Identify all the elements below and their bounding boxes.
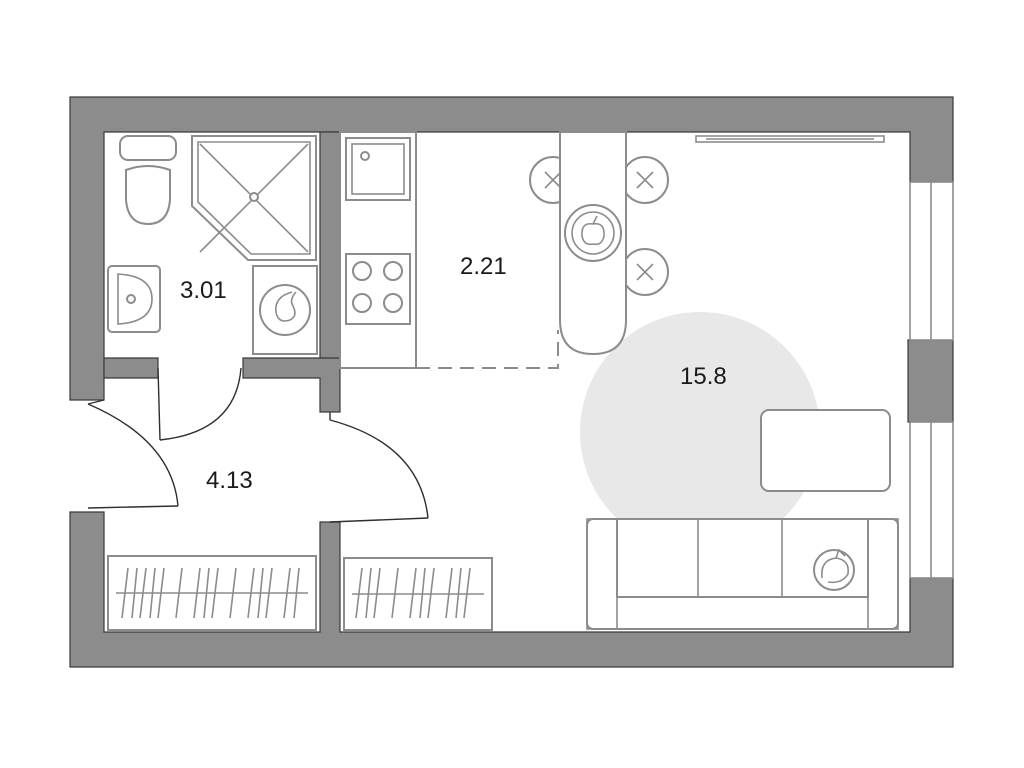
shower-tray-icon: [191, 135, 317, 261]
living-room-door[interactable]: [329, 412, 429, 523]
wall-bath-left-stub: [103, 357, 159, 379]
cat-icon: [813, 548, 855, 591]
fruit-bowl-icon: [564, 204, 622, 262]
wall-bath-right-stub: [242, 357, 341, 413]
walls: [69, 96, 954, 668]
bathroom-door[interactable]: [157, 367, 242, 441]
kitchen-zone-boundary: [416, 330, 559, 369]
toilet-icon: [119, 135, 177, 226]
window-right-bottom: [909, 421, 954, 579]
kitchen: 2.21: [339, 131, 559, 369]
kitchen-sink-icon: [345, 137, 411, 201]
entrance-door[interactable]: [87, 399, 179, 509]
chair-icon: [621, 248, 669, 296]
wall-bath-kitchen: [319, 131, 341, 359]
radiator-top: [695, 135, 885, 143]
wall-top: [69, 96, 954, 401]
chair-icon: [621, 156, 669, 204]
wardrobe-left: [107, 555, 317, 631]
windows: [695, 135, 954, 579]
living-zone-circle: [580, 312, 820, 552]
living-room: 15.8: [586, 363, 899, 630]
wall-left-bottom: [69, 511, 954, 668]
hallway: 4.13: [87, 367, 493, 631]
bathroom-area-label: 3.01: [180, 277, 227, 304]
wall-right-pier: [907, 339, 954, 423]
washing-machine-icon: [252, 265, 318, 355]
wardrobe-right: [343, 557, 493, 631]
coffee-table: [760, 409, 891, 492]
kitchen-area-label: 2.21: [460, 253, 507, 280]
stove-icon: [345, 253, 411, 325]
bathroom: 3.01: [107, 135, 318, 355]
sink-icon: [107, 265, 161, 333]
hallway-area-label: 4.13: [206, 467, 253, 494]
window-right-top: [909, 181, 954, 341]
living-room-area-label: 15.8: [680, 363, 727, 390]
dining-set: [529, 131, 669, 356]
